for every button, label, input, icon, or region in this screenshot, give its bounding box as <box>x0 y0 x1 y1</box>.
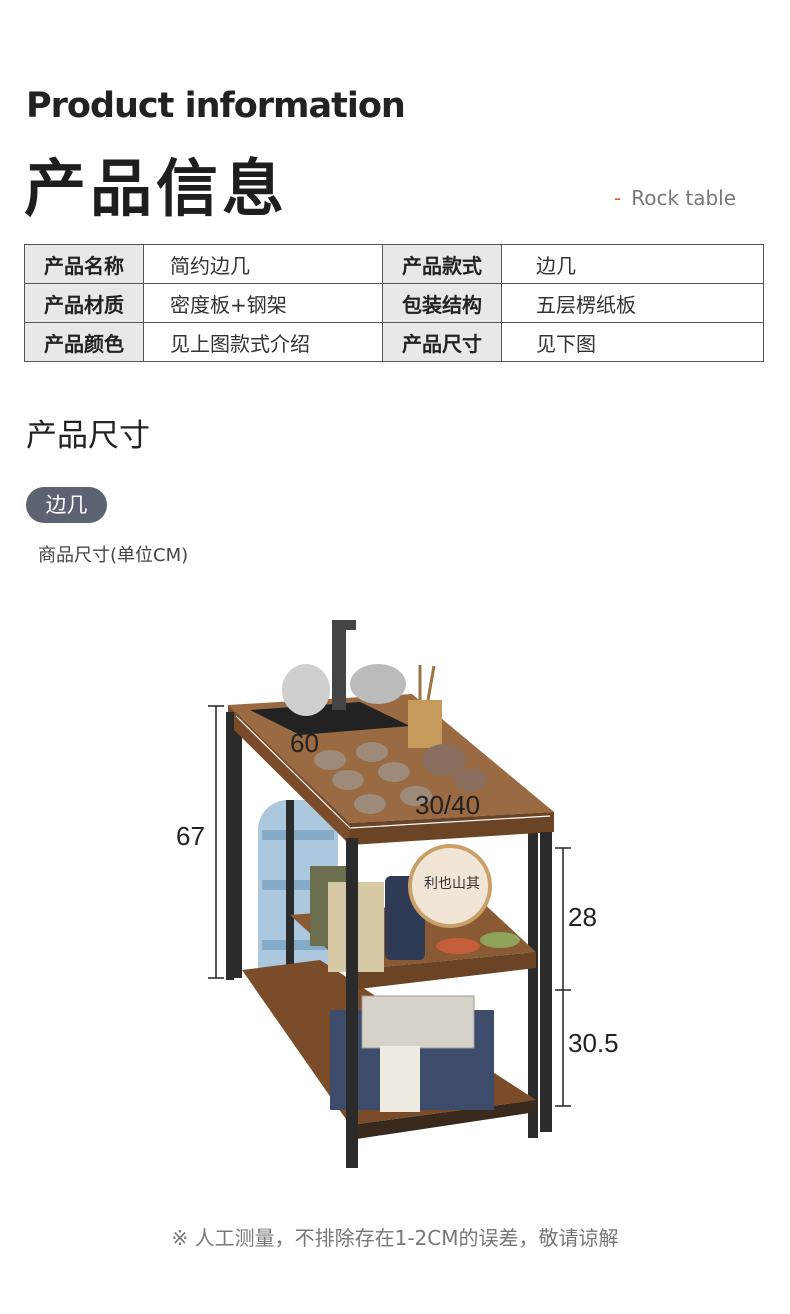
table-value: 密度板+钢架 <box>143 283 383 323</box>
unit-note: 商品尺寸(单位CM) <box>38 545 189 566</box>
product-dimension-diagram: 60 30/40 67 28 30.5 利也山其 <box>176 620 619 1168</box>
title-chinese: 产品信息 <box>24 152 289 225</box>
table-row: 产品颜色 见上图款式介绍 产品尺寸 见下图 <box>24 322 764 362</box>
table-value: 见下图 <box>501 322 764 362</box>
dim-depth-label: 30/40 <box>415 790 480 820</box>
section-title-size: 产品尺寸 <box>26 418 150 454</box>
water-bottle-image <box>258 800 338 1000</box>
tea-tag-text: 利也山其 <box>424 876 480 892</box>
table-label: 产品颜色 <box>24 322 144 362</box>
table-value: 见上图款式介绍 <box>143 322 383 362</box>
table-label: 产品款式 <box>382 244 502 284</box>
dim-upper-gap-label: 28 <box>568 902 597 932</box>
subtitle-text: Rock table <box>631 186 737 210</box>
dim-lower-gap-label: 30.5 <box>568 1028 619 1058</box>
table-value: 简约边几 <box>143 244 383 284</box>
table-row: 产品材质 密度板+钢架 包装结构 五层楞纸板 <box>24 283 764 323</box>
table-label: 产品材质 <box>24 283 144 323</box>
subtitle: -Rock table <box>614 186 736 210</box>
title-english: Product information <box>26 86 406 126</box>
table-label: 产品尺寸 <box>382 322 502 362</box>
table-label: 产品名称 <box>24 244 144 284</box>
subtitle-dash: - <box>614 186 622 210</box>
dim-width-label: 60 <box>290 728 319 758</box>
dim-height-label: 67 <box>176 821 205 851</box>
tea-set-image <box>250 620 486 814</box>
table-value: 边几 <box>501 244 764 284</box>
table-row: 产品名称 简约边几 产品款式 边几 <box>24 244 764 284</box>
table-label: 包装结构 <box>382 283 502 323</box>
product-info-table: 产品名称 简约边几 产品款式 边几 产品材质 密度板+钢架 包装结构 五层楞纸板… <box>24 244 764 362</box>
table-value: 五层楞纸板 <box>501 283 764 323</box>
measurement-footnote: ※ 人工测量，不排除存在1-2CM的误差，敬请谅解 <box>171 1226 619 1250</box>
style-tag: 边几 <box>26 487 107 523</box>
